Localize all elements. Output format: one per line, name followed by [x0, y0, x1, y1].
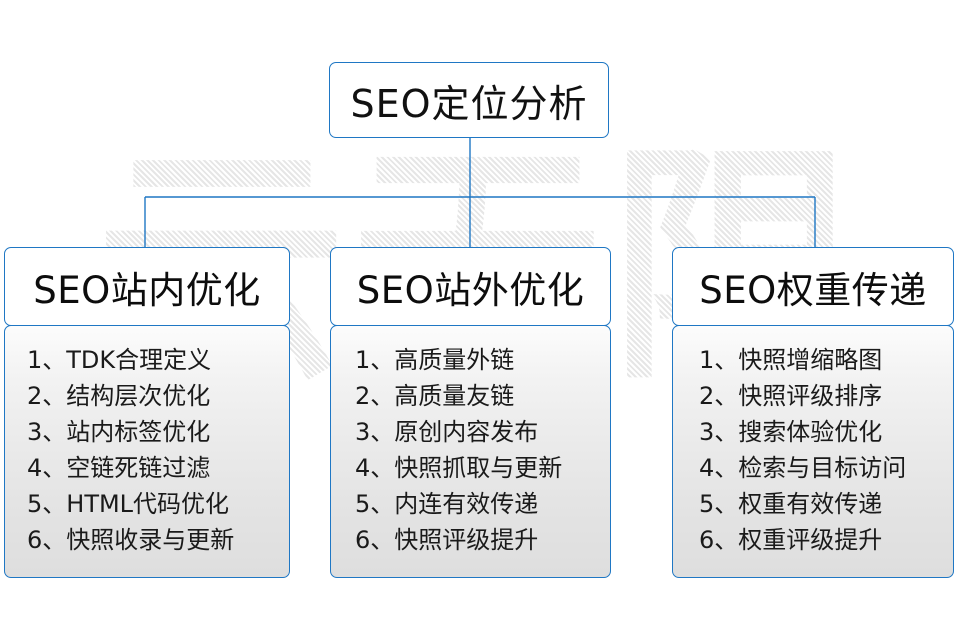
column-body-1: 1、高质量外链 2、高质量友链 3、原创内容发布 4、快照抓取与更新 5、内连有… — [330, 325, 611, 578]
list-item: 4、检索与目标访问 — [699, 454, 907, 482]
column-header-1[interactable]: SEO站外优化 — [330, 247, 611, 326]
list-item: 6、权重评级提升 — [699, 526, 883, 554]
list-item: 1、快照增缩略图 — [699, 346, 883, 374]
list-item: 2、结构层次优化 — [27, 382, 211, 410]
column-seo-onsite: SEO站内优化 1、TDK合理定义 2、结构层次优化 3、站内标签优化 4、空链… — [4, 247, 290, 578]
column-header-2[interactable]: SEO权重传递 — [672, 247, 954, 326]
list-item: 3、原创内容发布 — [355, 418, 539, 446]
list-item: 4、快照抓取与更新 — [355, 454, 563, 482]
list-item: 5、权重有效传递 — [699, 490, 883, 518]
list-item: 5、内连有效传递 — [355, 490, 539, 518]
list-item: 1、TDK合理定义 — [27, 346, 212, 374]
list-item: 3、站内标签优化 — [27, 418, 211, 446]
list-item: 6、快照收录与更新 — [27, 526, 235, 554]
list-item: 3、搜索体验优化 — [699, 418, 883, 446]
list-item: 6、快照评级提升 — [355, 526, 539, 554]
column-header-0[interactable]: SEO站内优化 — [4, 247, 290, 326]
list-item: 1、高质量外链 — [355, 346, 515, 374]
list-item: 2、快照评级排序 — [699, 382, 883, 410]
list-item: 4、空链死链过滤 — [27, 454, 211, 482]
column-title-0: SEO站内优化 — [33, 268, 261, 312]
column-body-2: 1、快照增缩略图 2、快照评级排序 3、搜索体验优化 4、检索与目标访问 5、权… — [672, 325, 954, 578]
column-list-1: 1、高质量外链 2、高质量友链 3、原创内容发布 4、快照抓取与更新 5、内连有… — [331, 342, 610, 558]
column-body-0: 1、TDK合理定义 2、结构层次优化 3、站内标签优化 4、空链死链过滤 5、H… — [4, 325, 290, 578]
column-list-0: 1、TDK合理定义 2、结构层次优化 3、站内标签优化 4、空链死链过滤 5、H… — [5, 342, 289, 558]
root-node-title: SEO定位分析 — [350, 81, 588, 126]
column-list-2: 1、快照增缩略图 2、快照评级排序 3、搜索体验优化 4、检索与目标访问 5、权… — [673, 342, 953, 558]
column-title-1: SEO站外优化 — [356, 268, 585, 312]
list-item: 2、高质量友链 — [355, 382, 515, 410]
column-title-2: SEO权重传递 — [699, 268, 927, 312]
column-seo-offsite: SEO站外优化 1、高质量外链 2、高质量友链 3、原创内容发布 4、快照抓取与… — [330, 247, 611, 578]
root-node[interactable]: SEO定位分析 — [329, 62, 609, 138]
column-seo-weight: SEO权重传递 1、快照增缩略图 2、快照评级排序 3、搜索体验优化 4、检索与… — [672, 247, 954, 578]
list-item: 5、HTML代码优化 — [27, 490, 230, 518]
